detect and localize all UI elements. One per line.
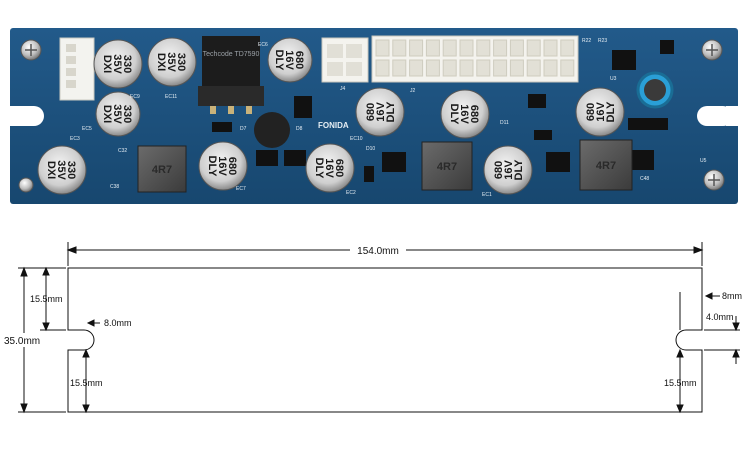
silk-d7: D7 <box>240 126 247 132</box>
capacitor-label: 33035VDXI <box>101 104 133 124</box>
power-inductor: 4R7 <box>421 141 473 191</box>
electrolytic-capacitor: 33035VDXI <box>147 37 197 87</box>
capacitor-label: 33035VDXI <box>101 54 133 74</box>
electrolytic-capacitor: 33035VDXI <box>37 145 87 195</box>
electrolytic-capacitor: 68016VDLY <box>305 143 355 193</box>
electrolytic-capacitor: 33035VDXI <box>95 91 141 137</box>
screw-icon <box>18 177 34 193</box>
power-inductor: 4R7 <box>579 139 633 191</box>
silk-u5: U5 <box>700 158 707 164</box>
slot-depth-left-label: 8.0mm <box>104 318 132 328</box>
electrolytic-capacitor: 68016VDLY <box>575 87 625 137</box>
silk-ec6: EC6 <box>258 42 268 48</box>
silk-u3: U3 <box>610 76 617 82</box>
capacitor-label: 68016VDLY <box>365 101 397 123</box>
bottom-to-slot-right-label: 15.5mm <box>664 378 697 388</box>
top-to-slot-left-label: 15.5mm <box>30 294 63 304</box>
capacitor-label: 68016VDLY <box>273 50 305 72</box>
screw-icon <box>701 39 723 61</box>
electrolytic-capacitor: 68016VDLY <box>355 87 405 137</box>
dimension-labels: 154.0mm 35.0mm 15.5mm 15.5mm 8.0mm 4.0mm… <box>2 243 742 388</box>
silk-r23: R23 <box>598 38 607 44</box>
silk-ec3: EC3 <box>70 136 80 142</box>
right-slot-edge <box>726 106 746 126</box>
electrolytic-capacitor: 68016VDLY <box>198 141 248 191</box>
slot-depth-right-label: 8mm <box>722 291 742 301</box>
silk-ec7: EC7 <box>236 186 246 192</box>
capacitor-label: 33035VDXI <box>155 52 187 72</box>
electrolytic-capacitor: 68016VDLY <box>267 37 313 83</box>
inductor-label: 4R7 <box>152 164 172 176</box>
electrolytic-capacitor: 33035VDXI <box>93 39 143 89</box>
silk-ec2: EC2 <box>346 190 356 196</box>
right-mounting-slot <box>697 106 733 126</box>
silk-j4: J4 <box>340 86 346 92</box>
voltage-regulator-ic: Techcode TD7590 <box>198 36 264 114</box>
silk-ec11: EC11 <box>165 94 177 100</box>
ic-chips <box>212 40 674 182</box>
screw-icon <box>20 39 42 61</box>
height-dimension-label: 35.0mm <box>4 336 40 347</box>
inductor-label: 4R7 <box>437 161 457 173</box>
bottom-to-slot-left-label: 15.5mm <box>70 378 103 388</box>
silk-ec5: EC5 <box>82 126 92 132</box>
slot-width-right-label: 4.0mm <box>706 312 734 322</box>
capacitor-label: 68016VDLY <box>448 104 480 126</box>
black-inductor-round <box>254 112 290 148</box>
eight-pin-connector <box>321 37 369 83</box>
board-outline <box>67 267 703 413</box>
width-dimension-label: 154.0mm <box>357 246 399 257</box>
capacitor-label: 68016VDLY <box>585 101 617 123</box>
brand-label: FONIDA <box>318 121 349 130</box>
capacitor-label: 68016VDLY <box>313 158 345 180</box>
ic-marking: Techcode TD7590 <box>203 51 260 58</box>
silk-c48: C48 <box>640 176 649 182</box>
inductor-label: 4R7 <box>596 160 616 172</box>
capacitor-label: 68016VDLY <box>493 159 525 181</box>
silk-d10: D10 <box>366 146 375 152</box>
electrolytic-capacitor: 68016VDLY <box>483 145 533 195</box>
capacitor-label: 33035VDXI <box>45 160 77 180</box>
silk-d11: D11 <box>500 120 509 126</box>
electrolytic-capacitor: 68016VDLY <box>440 89 490 139</box>
silk-j2: J2 <box>410 88 416 94</box>
silk-r22: R22 <box>582 38 591 44</box>
power-inductor: 4R7 <box>137 145 187 193</box>
silk-c38: C38 <box>110 184 119 190</box>
atx-24-pin-connector <box>371 35 579 83</box>
left-slot-edge <box>2 106 20 126</box>
silk-ec9: EC9 <box>130 94 140 100</box>
capacitor-label: 68016VDLY <box>206 156 238 178</box>
four-pin-connector <box>59 37 95 101</box>
screw-icon <box>703 169 725 191</box>
silk-ec10: EC10 <box>350 136 363 142</box>
silk-d8: D8 <box>296 126 303 132</box>
silk-c32: C32 <box>118 148 127 154</box>
silk-ec1: EC1 <box>482 192 492 198</box>
